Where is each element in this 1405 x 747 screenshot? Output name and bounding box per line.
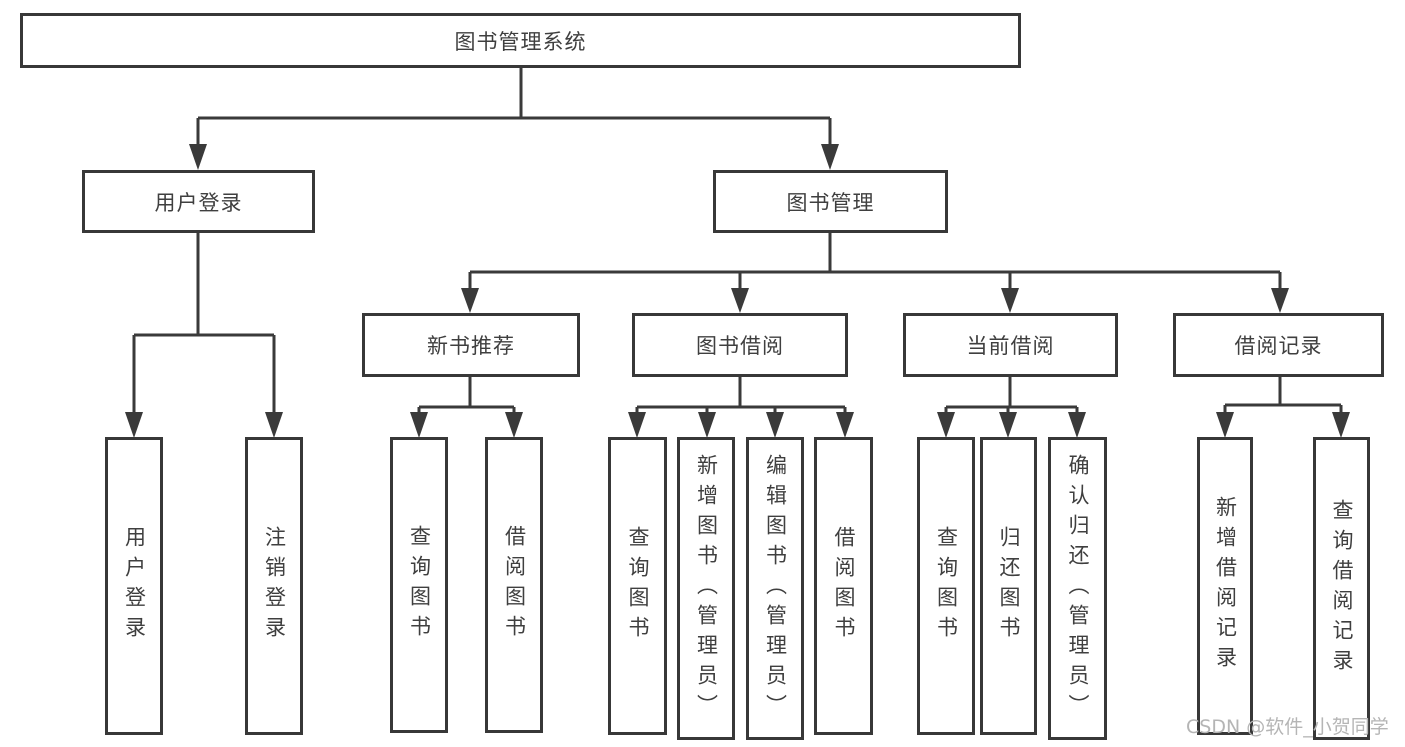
node-leaf-confirm-return-admin: 确认归还（管理员） xyxy=(1048,437,1107,740)
node-leaf-query-books-1: 查询图书 xyxy=(390,437,448,733)
node-leaf-add-borrow-record: 新增借阅记录 xyxy=(1197,437,1253,735)
node-leaf-borrow-books-2: 借阅图书 xyxy=(814,437,873,735)
node-borrow-records: 借阅记录 xyxy=(1173,313,1384,377)
node-book-borrow: 图书借阅 xyxy=(632,313,848,377)
node-leaf-return-books: 归还图书 xyxy=(980,437,1037,735)
node-book-management: 图书管理 xyxy=(713,170,948,233)
node-root: 图书管理系统 xyxy=(20,13,1021,68)
node-leaf-query-borrow-record: 查询借阅记录 xyxy=(1313,437,1370,740)
node-new-book-recommend: 新书推荐 xyxy=(362,313,580,377)
node-current-borrow: 当前借阅 xyxy=(903,313,1118,377)
arrowheads xyxy=(125,144,1350,438)
node-leaf-logout: 注销登录 xyxy=(245,437,303,735)
node-leaf-add-books-admin: 新增图书（管理员） xyxy=(677,437,735,740)
node-user-login: 用户登录 xyxy=(82,170,315,233)
node-leaf-user-login: 用户登录 xyxy=(105,437,163,735)
watermark: CSDN @软件_小贺同学 xyxy=(1186,716,1389,738)
node-leaf-query-books-2: 查询图书 xyxy=(608,437,667,735)
connector-segments xyxy=(132,68,1343,417)
node-leaf-edit-books-admin: 编辑图书（管理员） xyxy=(746,437,804,740)
node-leaf-borrow-books-1: 借阅图书 xyxy=(485,437,543,733)
node-leaf-query-books-3: 查询图书 xyxy=(917,437,975,735)
